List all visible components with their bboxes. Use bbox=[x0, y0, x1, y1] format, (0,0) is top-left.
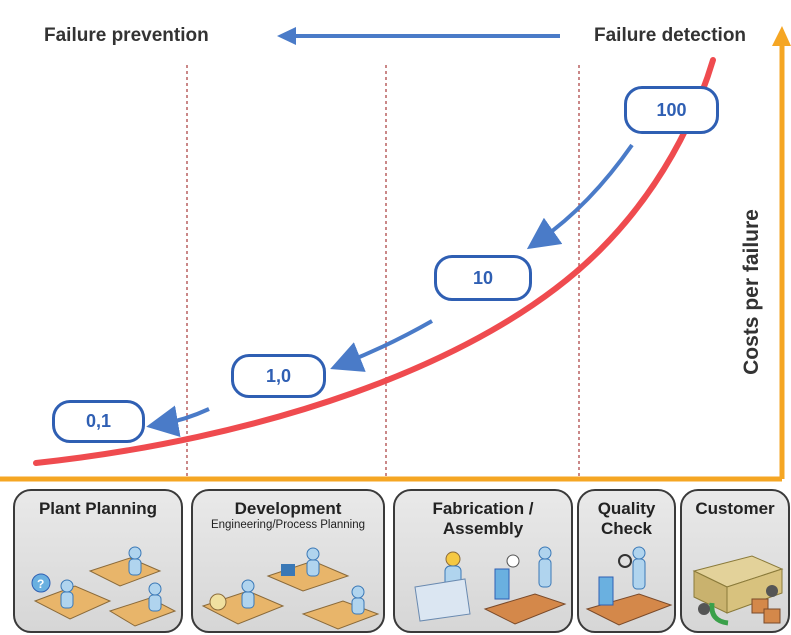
failure-prevention-label: Failure prevention bbox=[44, 25, 209, 46]
cost-reduction-arrow bbox=[146, 405, 210, 438]
stage-fabrication-assembly: Fabrication / Assembly bbox=[393, 489, 573, 633]
stage-development: Development Engineering/Process Planning bbox=[191, 489, 385, 633]
stage-title-line2: Assembly bbox=[442, 519, 524, 538]
delivery-truck-icon bbox=[692, 555, 784, 626]
assembly-line-icon bbox=[414, 546, 567, 625]
y-axis-arrowhead bbox=[772, 26, 791, 46]
stage-plant-planning: Plant Planning ? bbox=[13, 489, 183, 633]
svg-text:?: ? bbox=[37, 577, 44, 591]
stage-quality-check: Quality Check bbox=[577, 489, 676, 633]
failure-detection-label: Failure detection bbox=[594, 25, 747, 46]
stage-title: Quality bbox=[597, 499, 656, 518]
stage-subtitle: Engineering/Process Planning bbox=[210, 519, 366, 531]
cost-factor-1-0: 1,0 bbox=[231, 354, 326, 398]
cost-factor-0-1: 0,1 bbox=[52, 400, 145, 443]
cost-factor-10: 10 bbox=[434, 255, 532, 301]
stage-customer: Customer bbox=[680, 489, 790, 633]
quality-inspector-icon bbox=[585, 546, 673, 626]
engineering-workers-icon bbox=[201, 547, 380, 630]
cost-reduction-arrow bbox=[526, 143, 634, 250]
planning-workers-icon: ? bbox=[31, 546, 177, 627]
cost-curve bbox=[33, 57, 716, 466]
prevention-arrowhead bbox=[277, 27, 296, 45]
cost-reduction-arrow bbox=[330, 319, 433, 372]
stage-title: Fabrication / bbox=[432, 499, 534, 518]
stage-title-line2: Check bbox=[600, 519, 653, 538]
stage-title: Plant Planning bbox=[38, 499, 158, 518]
cost-diagram bbox=[0, 26, 791, 482]
cost-factor-100: 100 bbox=[624, 86, 719, 134]
y-axis-label: Costs per failure bbox=[740, 209, 763, 375]
stage-title: Customer bbox=[695, 499, 775, 518]
stage-title: Development bbox=[234, 499, 342, 518]
